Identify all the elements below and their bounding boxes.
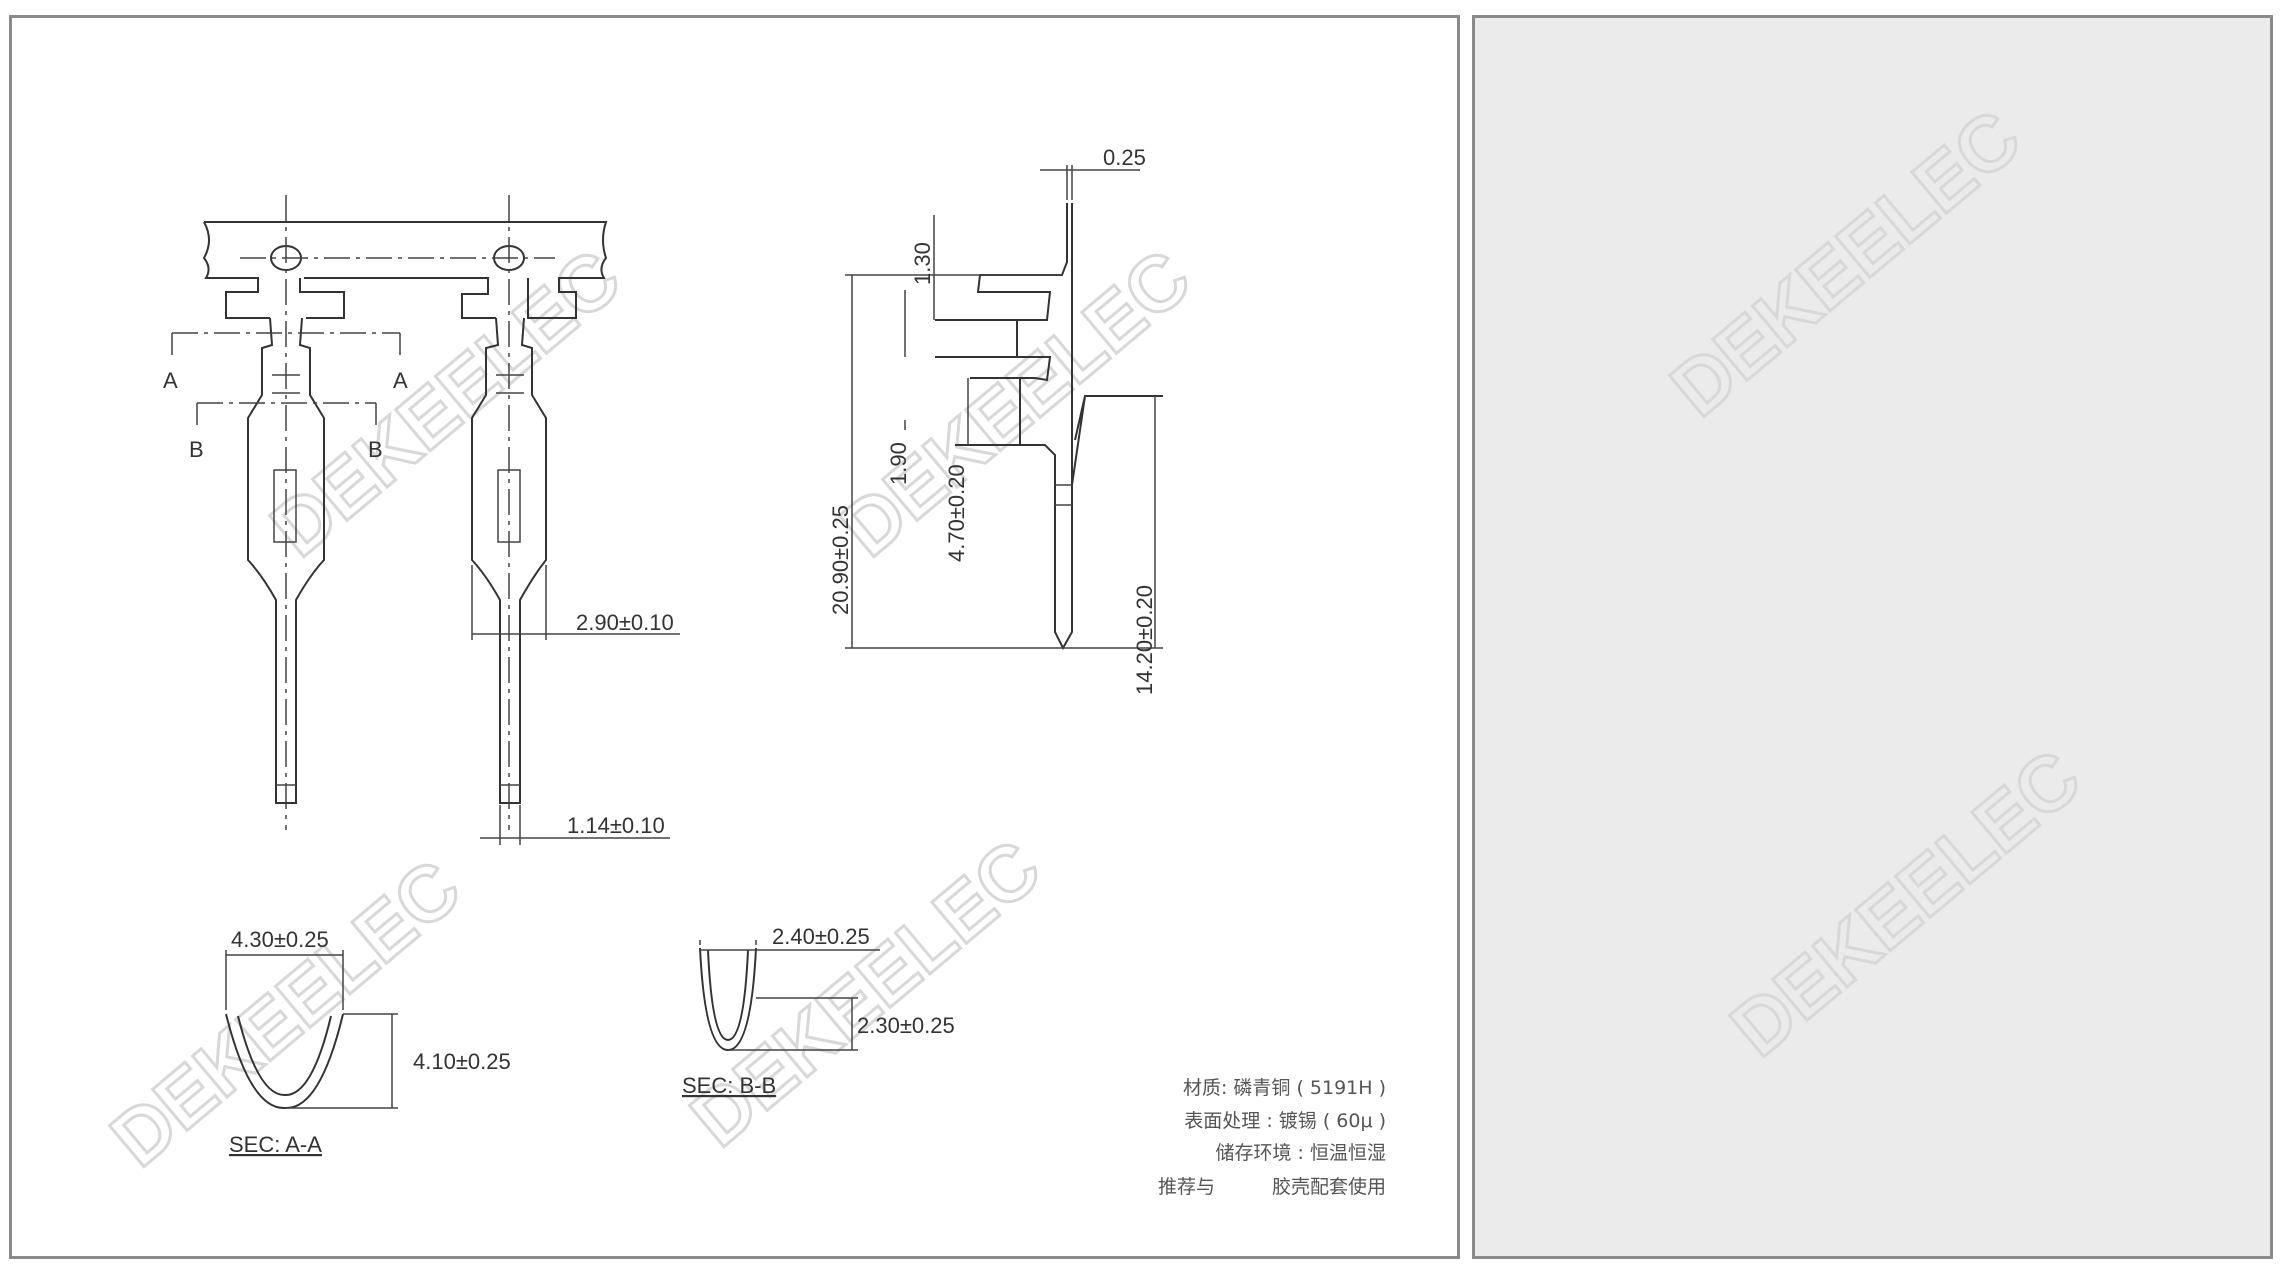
watermark: DEKEELEC — [254, 233, 636, 573]
section-label-a: A — [163, 368, 178, 393]
watermark: DEKEELEC — [1714, 733, 2096, 1073]
dim-14-20: 14.20±0.20 — [1132, 585, 1157, 695]
section-aa: 4.30±0.25 4.10±0.25 SEC: A-A — [225, 927, 511, 1157]
section-label-b: B — [189, 437, 204, 462]
dim-width: 2.90±0.10 — [576, 610, 674, 635]
section-aa-label: SEC: A-A — [229, 1132, 322, 1157]
section-bb-width: 2.40±0.25 — [772, 924, 870, 949]
section-label-a: A — [393, 368, 408, 393]
dim-4-70: 4.70±0.20 — [944, 464, 969, 562]
dim-total-length: 20.90±0.25 — [828, 505, 853, 615]
carrier-strip — [204, 221, 608, 319]
watermark: DEKEELEC — [1654, 93, 2036, 433]
note-material: 材质: 磷青铜 ( 5191H ) — [1183, 1077, 1386, 1099]
dim-1-30: 1.30 — [910, 242, 935, 285]
note-storage: 储存环境 : 恒温恒湿 — [1216, 1142, 1386, 1164]
watermark: DEKEELEC — [824, 233, 1206, 573]
watermarks: DEKEELEC DEKEELEC DEKEELEC DEKEELEC DEKE… — [93, 91, 2098, 1184]
side-view: 0.25 1.30 1.90 4.70±0.20 20.90±0.25 14.2… — [828, 145, 1163, 695]
section-aa-height: 4.10±0.25 — [413, 1049, 511, 1074]
note-housing: 推荐与 胶壳配套使用 — [1158, 1176, 1386, 1198]
note-finish: 表面处理 : 镀锡 ( 60μ ) — [1184, 1110, 1386, 1132]
blank-preview-panel — [1472, 15, 2273, 1259]
section-bb-label: SEC: B-B — [682, 1073, 776, 1098]
section-label-b: B — [368, 437, 383, 462]
notes: 材质: 磷青铜 ( 5191H ) 表面处理 : 镀锡 ( 60μ ) 储存环境… — [1158, 1077, 1386, 1198]
dim-thickness: 0.25 — [1103, 145, 1146, 170]
section-bb: 2.40±0.25 2.30±0.25 SEC: B-B — [682, 924, 955, 1098]
watermark: DEKEELEC — [674, 823, 1056, 1163]
section-aa-width: 4.30±0.25 — [231, 927, 329, 952]
dim-pin-width: 1.14±0.10 — [567, 813, 665, 838]
section-bb-height: 2.30±0.25 — [857, 1013, 955, 1038]
dim-1-90: 1.90 — [886, 442, 911, 485]
front-view: A A B B 2.90±0.10 1.14±0.10 — [163, 195, 680, 845]
